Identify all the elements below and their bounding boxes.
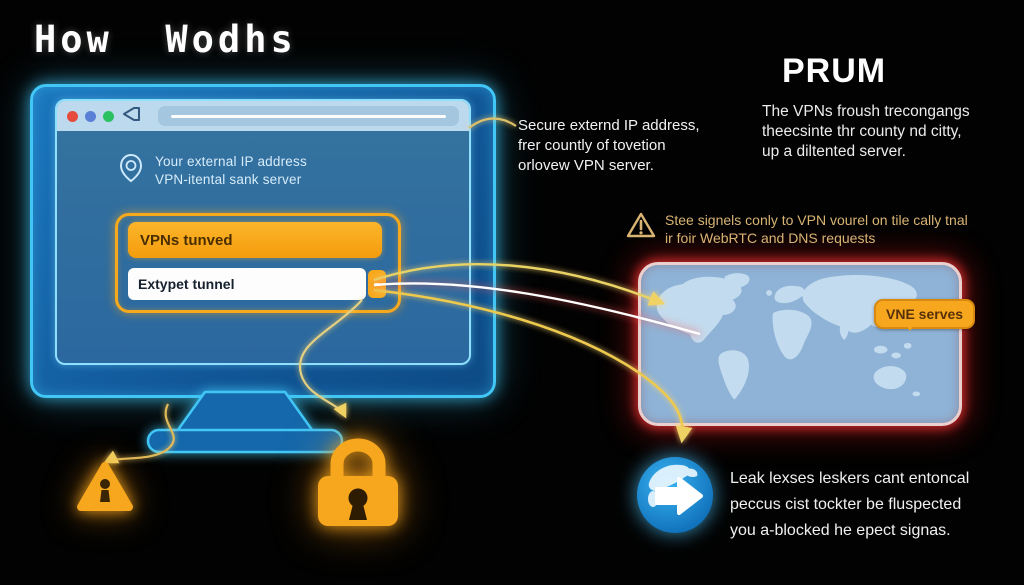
prum-line1: The VPNs froush trecongangs	[762, 103, 970, 120]
address-bar[interactable]	[158, 106, 459, 126]
warning-line2: ir foir WebRTC and DNS requests	[665, 230, 876, 246]
leak-line1: Leak lexses leskers cant entoncal	[730, 470, 970, 487]
secure-note-line2: frer countly of tovetion	[518, 137, 666, 154]
address-placeholder-line	[171, 114, 446, 118]
prum-line2: theecsinte thr county nd citty,	[762, 123, 962, 140]
webrtc-warning: Stee signels conly to VPN vourel on tile…	[626, 211, 968, 247]
warning-line1: Stee signels conly to VPN vourel on tile…	[665, 212, 968, 228]
lock-icon	[312, 422, 404, 535]
tunnel-input[interactable]	[128, 268, 366, 300]
prum-heading: PRUM	[782, 52, 887, 90]
leak-line3: you a-blocked he epect signas.	[730, 522, 951, 539]
browser-titlebar[interactable]	[57, 101, 469, 131]
secure-ip-note: Secure externd IP address, frer countly …	[518, 116, 700, 176]
ip-address-note: Your external IP address VPN-itental san…	[119, 153, 307, 189]
world-map	[656, 273, 921, 400]
globe-arrow-icon	[633, 453, 717, 542]
window-minimize-dot[interactable]	[85, 110, 96, 122]
ip-note-line2: VPN-itental sank server	[155, 172, 302, 187]
browser-window: Your external IP address VPN-itental san…	[55, 99, 471, 365]
secure-note-line1: Secure externd IP address,	[518, 117, 700, 134]
window-maximize-dot[interactable]	[103, 110, 114, 122]
curve-stand-to-warning	[103, 403, 175, 464]
secure-note-line3: orlovew VPN server.	[518, 157, 654, 174]
world-map-panel: VNE serves	[638, 262, 976, 426]
monitor-frame: Your external IP address VPN-itental san…	[30, 84, 496, 398]
ip-note-line1: Your external IP address	[155, 154, 307, 169]
dropdown-cap-icon[interactable]	[368, 270, 386, 298]
vpn-tunnel-panel: VPNs tunved	[115, 213, 401, 313]
warning-triangle-icon	[76, 460, 134, 519]
leak-note: Leak lexses leskers cant entoncal peccus…	[730, 466, 969, 544]
warning-outline-icon	[626, 211, 656, 244]
leak-line2: peccus cist tockter be fluspected	[730, 496, 962, 513]
window-close-dot[interactable]	[67, 110, 78, 122]
prum-paragraph: The VPNs froush trecongangs theecsinte t…	[762, 102, 970, 162]
back-icon[interactable]	[121, 106, 141, 127]
vpn-tunnel-button[interactable]: VPNs tunved	[128, 222, 382, 258]
dropdown-dash	[374, 282, 380, 286]
prum-line3: up a diltented server.	[762, 143, 906, 160]
location-pin-icon	[119, 153, 143, 188]
vpn-server-bubble: VNE serves	[874, 299, 976, 331]
page-title: How Wodhs	[34, 18, 297, 61]
